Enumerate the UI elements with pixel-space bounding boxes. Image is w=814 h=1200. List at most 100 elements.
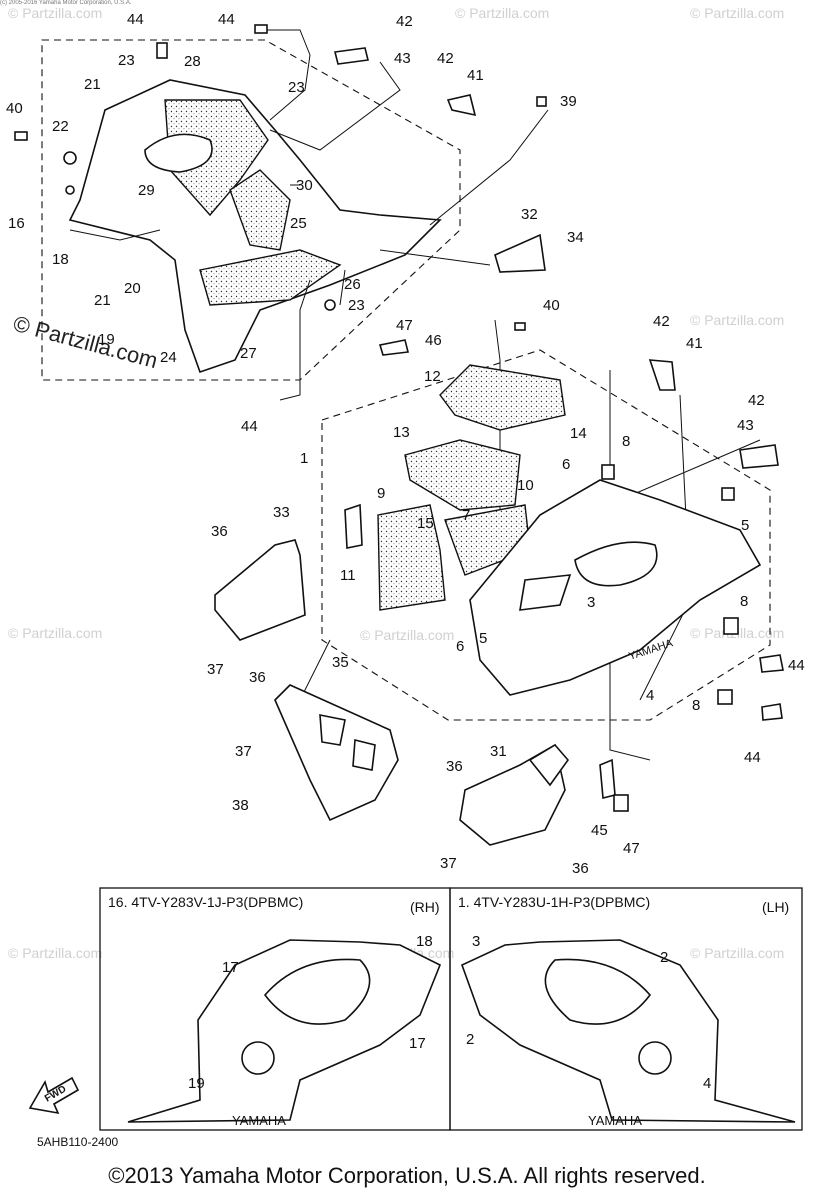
watermark: © Partzilla.com — [8, 945, 102, 961]
callout: 41 — [686, 335, 703, 352]
callout: 44 — [241, 418, 258, 435]
callout: 20 — [124, 280, 141, 297]
callout: 5 — [479, 630, 487, 647]
partzilla-watermark: © Partzilla.com — [11, 311, 161, 374]
callout: 44 — [788, 657, 805, 674]
assembly-box-lh — [321, 349, 771, 721]
yamaha-logo-rh: YAMAHA — [232, 1113, 286, 1128]
callout: 46 — [425, 332, 442, 349]
callout: 3 — [587, 594, 595, 611]
cowl-lh-outline — [460, 939, 796, 1123]
callout: 30 — [296, 177, 313, 194]
callout: 8 — [622, 433, 630, 450]
callout: 47 — [623, 840, 640, 857]
callout: 35 — [332, 654, 349, 671]
callout: 34 — [567, 229, 584, 246]
callout: 13 — [393, 424, 410, 441]
callout: 10 — [517, 477, 534, 494]
watermark: © Partzilla.com — [690, 312, 784, 328]
callout: 40 — [543, 297, 560, 314]
callout: 40 — [6, 100, 23, 117]
callout: 23 — [288, 79, 305, 96]
cowling-lh: YAMAHA — [469, 479, 762, 696]
callout: 25 — [290, 215, 307, 232]
callout: 23 — [348, 297, 365, 314]
callout: 7 — [462, 507, 470, 524]
callout: 36 — [446, 758, 463, 775]
watermark: © Partzilla.com — [690, 945, 784, 961]
cowling-rh — [65, 79, 442, 374]
brackets — [214, 539, 570, 846]
callout: 37 — [235, 743, 252, 760]
callout: 37 — [440, 855, 457, 872]
callout: 33 — [273, 504, 290, 521]
callout: 21 — [94, 292, 111, 309]
hardware — [14, 24, 784, 812]
callout: 44 — [127, 11, 144, 28]
callout: 43 — [394, 50, 411, 67]
cowl-rh-outline — [127, 939, 442, 1123]
callout: 28 — [184, 53, 201, 70]
callout: 18 — [416, 933, 433, 950]
callout: 39 — [560, 93, 577, 110]
callout: 6 — [562, 456, 570, 473]
callout: 45 — [591, 822, 608, 839]
callout: 14 — [570, 425, 587, 442]
callout: 43 — [737, 417, 754, 434]
callout: 17 — [222, 959, 239, 976]
small-copyright: (c) 2005-2016 Yamaha Motor Corporation, … — [0, 0, 132, 6]
callout: 21 — [84, 76, 101, 93]
callout: 2 — [466, 1031, 474, 1048]
callout: 15 — [417, 515, 434, 532]
callout: 38 — [232, 797, 249, 814]
callout: 4 — [646, 687, 654, 704]
callout: 29 — [138, 182, 155, 199]
callout: 37 — [207, 661, 224, 678]
yamaha-logo-lh-panel: YAMAHA — [588, 1113, 642, 1128]
watermark: © Partzilla.com — [8, 5, 102, 21]
watermark: © Partzilla.com — [455, 5, 549, 21]
callout: 11 — [340, 567, 356, 584]
callout: 8 — [692, 697, 700, 714]
callout: 5 — [741, 517, 749, 534]
callout: 3 — [472, 933, 480, 950]
callout: 32 — [521, 206, 538, 223]
callout-labels: 44 44 42 43 23 28 23 42 41 39 21 40 22 3… — [6, 11, 805, 877]
callout: 47 — [396, 317, 413, 334]
callout: 9 — [377, 485, 385, 502]
fwd-arrow-icon: FWD — [28, 1076, 80, 1115]
panel-rh-side: (RH) — [410, 899, 440, 915]
callout: 6 — [456, 638, 464, 655]
callout: 16 — [8, 215, 25, 232]
diagram-code: 5AHB110-2400 — [37, 1135, 119, 1149]
callout: 42 — [748, 392, 765, 409]
callout: 12 — [424, 368, 441, 385]
panel-lh-side: (LH) — [762, 899, 789, 915]
callout: 23 — [118, 52, 135, 69]
callout: 1 — [300, 450, 308, 467]
callout: 42 — [396, 13, 413, 30]
callout: 31 — [490, 743, 507, 760]
callout: 19 — [98, 331, 115, 348]
callout: 42 — [653, 313, 670, 330]
copyright-notice: ©2013 Yamaha Motor Corporation, U.S.A. A… — [108, 1163, 706, 1188]
callout: 36 — [211, 523, 228, 540]
panel-rh-title: 16. 4TV-Y283V-1J-P3(DPBMC) — [108, 894, 303, 910]
detail-panels: 16. 4TV-Y283V-1J-P3(DPBMC) (RH) 1. 4TV-Y… — [99, 887, 803, 1131]
callout: 26 — [344, 276, 361, 293]
callout: 18 — [52, 251, 69, 268]
callout: 8 — [740, 593, 748, 610]
callout: 44 — [744, 749, 761, 766]
inner-panels — [344, 364, 566, 611]
panel-lh-title: 1. 4TV-Y283U-1H-P3(DPBMC) — [458, 894, 650, 910]
callout: 4 — [703, 1075, 711, 1092]
callout: 36 — [249, 669, 266, 686]
callout: 42 — [437, 50, 454, 67]
watermark: © Partzilla.com — [360, 627, 454, 643]
callout: 36 — [572, 860, 589, 877]
callout: 44 — [218, 11, 235, 28]
callout: 27 — [240, 345, 257, 362]
callout: 41 — [467, 67, 484, 84]
callout: 24 — [160, 349, 177, 366]
